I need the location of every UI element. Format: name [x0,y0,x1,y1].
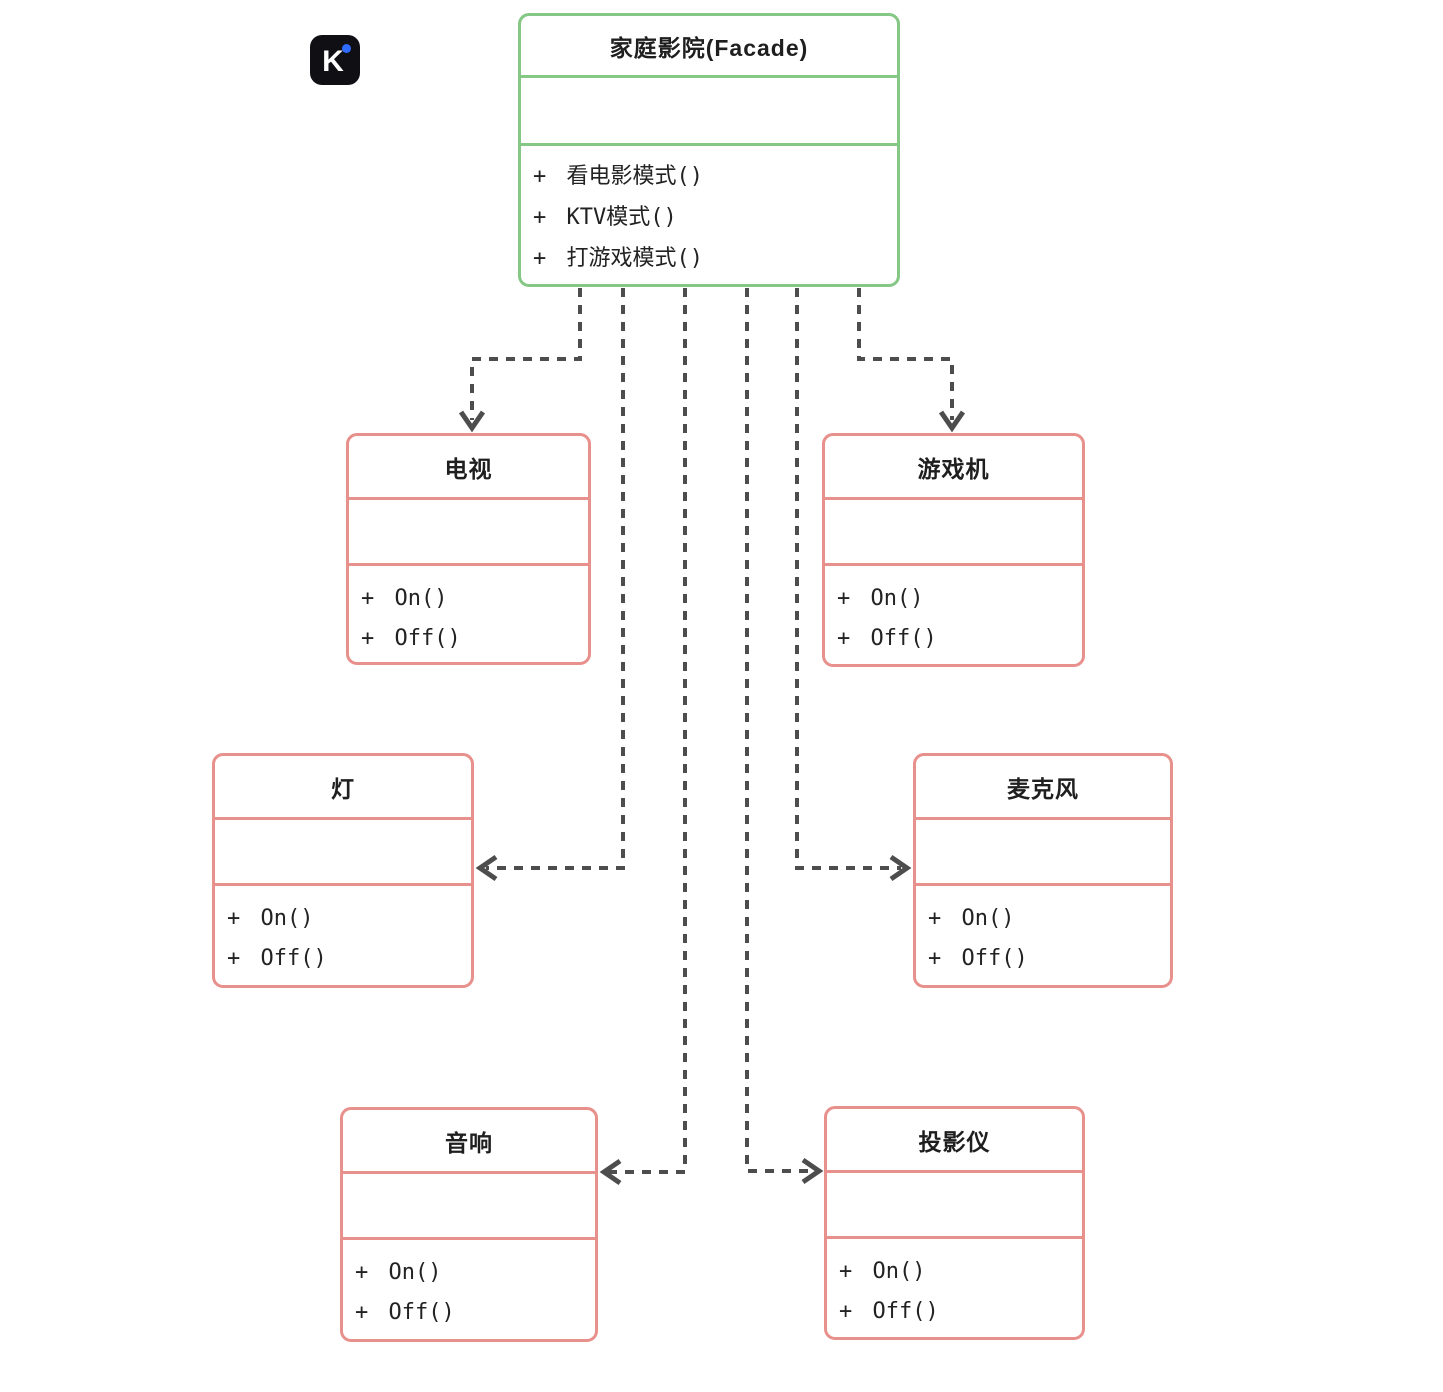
class-title: 麦克风 [916,756,1170,820]
class-attributes-empty [521,78,897,146]
method-item: + On() [355,1260,442,1285]
class-speaker[interactable]: 音响 + On() + Off() [340,1107,598,1342]
method-item: + On() [837,586,924,611]
method-item: + On() [361,586,448,611]
class-methods: + On() + Off() [215,886,471,979]
arrowhead-right-icon [801,1157,824,1185]
connector-facade-to-console [857,288,954,420]
method-item: + 打游戏模式() [533,246,703,271]
class-title: 灯 [215,756,471,820]
class-tv[interactable]: 电视 + On() + Off() [346,433,591,665]
class-game-console[interactable]: 游戏机 + On() + Off() [822,433,1085,667]
connector-facade-to-speaker [608,288,687,1174]
class-facade[interactable]: 家庭影院(Facade) + 看电影模式() + KTV模式() + 打游戏模式… [518,13,900,287]
class-title: 电视 [349,436,588,500]
class-attributes-empty [349,500,588,566]
class-title: 家庭影院(Facade) [521,16,897,78]
class-attributes-empty [916,820,1170,886]
method-item: + Off() [928,946,1028,971]
logo-letter: K [322,45,344,78]
method-item: + Off() [837,626,937,651]
class-title: 游戏机 [825,436,1082,500]
app-logo: K [310,35,360,85]
class-methods: + On() + Off() [343,1240,595,1333]
logo-dot-icon [342,44,351,53]
method-item: + Off() [839,1299,939,1324]
method-item: + On() [839,1259,926,1284]
class-methods: + On() + Off() [827,1239,1082,1332]
method-item: + On() [928,906,1015,931]
arrowhead-down-icon [938,410,966,433]
class-title: 投影仪 [827,1109,1082,1173]
class-methods: + 看电影模式() + KTV模式() + 打游戏模式() [521,146,897,279]
connector-facade-to-tv [470,288,582,420]
method-item: + On() [227,906,314,931]
class-microphone[interactable]: 麦克风 + On() + Off() [913,753,1173,988]
arrowhead-left-icon [599,1158,622,1186]
method-item: + 看电影模式() [533,164,703,189]
method-item: + KTV模式() [533,205,677,230]
method-item: + Off() [227,946,327,971]
class-methods: + On() + Off() [916,886,1170,979]
class-methods: + On() + Off() [825,566,1082,659]
class-attributes-empty [825,500,1082,566]
class-attributes-empty [343,1174,595,1240]
connector-facade-to-projector [745,288,815,1173]
class-projector[interactable]: 投影仪 + On() + Off() [824,1106,1085,1340]
class-attributes-empty [215,820,471,886]
class-methods: + On() + Off() [349,566,588,659]
arrowhead-right-icon [889,854,912,882]
method-item: + Off() [361,626,461,651]
arrowhead-left-icon [475,854,498,882]
app-logo-icon: K [310,35,360,85]
class-title: 音响 [343,1110,595,1174]
arrowhead-down-icon [458,410,486,433]
method-item: + Off() [355,1300,455,1325]
class-light[interactable]: 灯 + On() + Off() [212,753,474,988]
class-attributes-empty [827,1173,1082,1239]
